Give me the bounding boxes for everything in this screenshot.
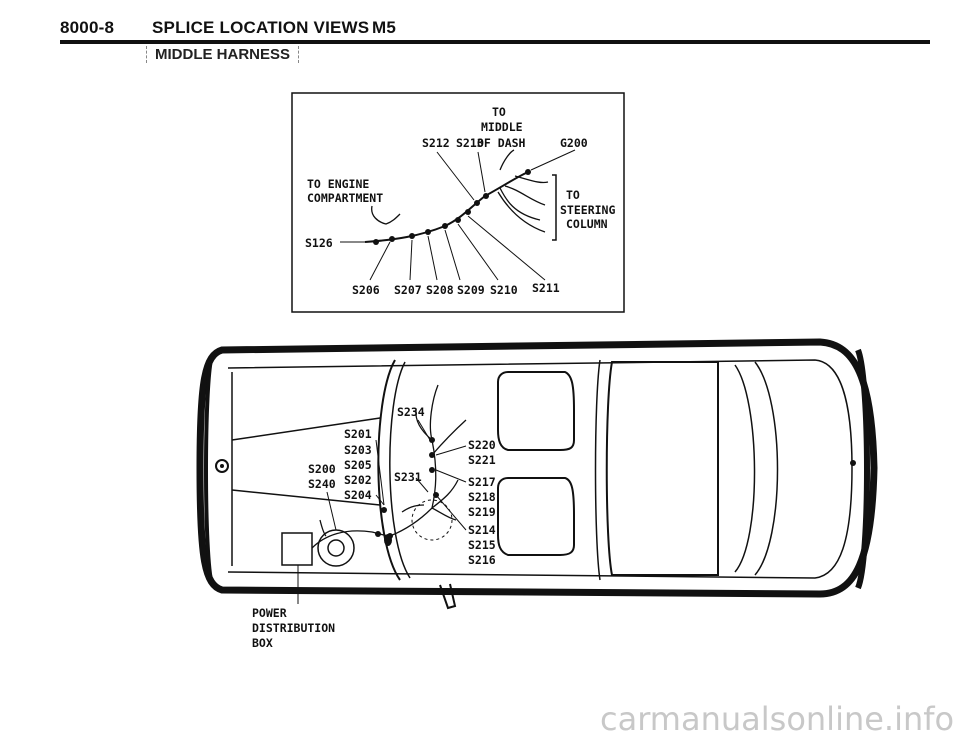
booster-inner bbox=[327, 539, 345, 557]
splice-s215-label: S215 bbox=[468, 538, 496, 552]
model-label: M5 bbox=[372, 18, 397, 37]
inset-branch-wire bbox=[499, 149, 515, 171]
splice-s212-label: S212 bbox=[422, 136, 450, 150]
inset-branch-wire bbox=[497, 191, 546, 233]
pdb-label-3: BOX bbox=[252, 636, 273, 650]
car-leader-lines bbox=[297, 419, 467, 604]
inset-leader-lines bbox=[340, 149, 576, 281]
splice-s216-label: S216 bbox=[468, 553, 496, 567]
splice-s214-label: S214 bbox=[468, 523, 496, 537]
splice-s213-label: S213 bbox=[456, 136, 484, 150]
page-title: SPLICE LOCATION VIEWS bbox=[152, 18, 370, 37]
rear-bumper bbox=[855, 348, 870, 590]
rear-marker bbox=[850, 460, 856, 466]
front-seat-right bbox=[497, 477, 575, 556]
b-pillar-line bbox=[594, 359, 601, 581]
splice-s218-label: S218 bbox=[468, 490, 496, 504]
splice-s219-label: S219 bbox=[468, 505, 496, 519]
inset-branch-wire bbox=[371, 205, 401, 225]
car-top-view: S234 S201 S203 S205 S202 S204 S200 S240 … bbox=[196, 338, 878, 650]
splice-s203-label: S203 bbox=[344, 443, 372, 457]
page-header: 8000-8 SPLICE LOCATION VIEWS M5 bbox=[60, 14, 930, 44]
splice-s231-label: S231 bbox=[394, 470, 422, 484]
splice-s207-label: S207 bbox=[394, 283, 422, 297]
splice-s240-label: S240 bbox=[308, 477, 336, 491]
to-dash-label-3: OF DASH bbox=[477, 136, 526, 150]
splice-s204-label: S204 bbox=[344, 488, 372, 502]
splice-s126-label: S126 bbox=[305, 236, 333, 250]
page-code: 8000-8 bbox=[60, 18, 115, 37]
car-splice-dots bbox=[375, 437, 439, 546]
splice-s211-label: S211 bbox=[532, 281, 560, 295]
steering-bracket bbox=[552, 174, 557, 241]
splice-s202-label: S202 bbox=[344, 473, 372, 487]
inset-diagram: TO MIDDLE OF DASH S212 S213 G200 TO ENGI… bbox=[291, 92, 625, 313]
section-label: MIDDLE HARNESS bbox=[146, 46, 300, 63]
to-steering-label-3: COLUMN bbox=[566, 217, 608, 231]
splice-s200-label: S200 bbox=[308, 462, 336, 476]
to-engine-label-2: COMPARTMENT bbox=[307, 191, 383, 205]
to-steering-label-2: STEERING bbox=[560, 203, 615, 217]
inset-frame bbox=[291, 92, 625, 313]
splice-s220-label: S220 bbox=[468, 438, 496, 452]
inset-branch-wire bbox=[499, 187, 541, 221]
splice-s205-label: S205 bbox=[344, 458, 372, 472]
booster-outer bbox=[317, 529, 355, 567]
splice-s206-label: S206 bbox=[352, 283, 380, 297]
splice-s217-label: S217 bbox=[468, 475, 496, 489]
roof-panel bbox=[605, 361, 719, 576]
to-dash-label-2: MIDDLE bbox=[481, 120, 523, 134]
inset-harness-wire bbox=[364, 171, 529, 243]
to-steering-label-1: TO bbox=[566, 188, 580, 202]
pdb-label-2: DISTRIBUTION bbox=[252, 621, 335, 635]
watermark: carmanualsonline.info bbox=[600, 700, 955, 738]
splice-s231-zone bbox=[411, 499, 453, 541]
inset-branch-wire bbox=[514, 175, 549, 184]
pdb-label-1: POWER bbox=[252, 606, 287, 620]
splice-s201-label: S201 bbox=[344, 427, 372, 441]
car-body-outline bbox=[196, 338, 878, 598]
inset-splice-dots bbox=[373, 169, 531, 245]
to-engine-label-1: TO ENGINE bbox=[307, 177, 369, 191]
splice-s221-label: S221 bbox=[468, 453, 496, 467]
splice-s209-label: S209 bbox=[457, 283, 485, 297]
hood-crease bbox=[231, 489, 381, 506]
rear-window-line bbox=[734, 364, 756, 573]
to-dash-label-1: TO bbox=[492, 105, 506, 119]
splice-s208-label: S208 bbox=[426, 283, 454, 297]
ground-g200-label: G200 bbox=[560, 136, 588, 150]
splice-s210-label: S210 bbox=[490, 283, 518, 297]
splice-s234-label: S234 bbox=[397, 405, 425, 419]
trunk-line bbox=[754, 361, 779, 576]
side-mirror bbox=[439, 583, 457, 610]
power-distribution-box bbox=[281, 532, 313, 566]
cowl-line bbox=[377, 359, 401, 581]
dash-line bbox=[389, 361, 411, 579]
inset-branch-wire bbox=[504, 185, 546, 206]
emblem-icon bbox=[215, 459, 229, 473]
inner-body-line bbox=[227, 359, 853, 579]
front-seat-left bbox=[497, 371, 575, 451]
front-bumper bbox=[204, 355, 214, 585]
hood-crease bbox=[231, 417, 381, 441]
